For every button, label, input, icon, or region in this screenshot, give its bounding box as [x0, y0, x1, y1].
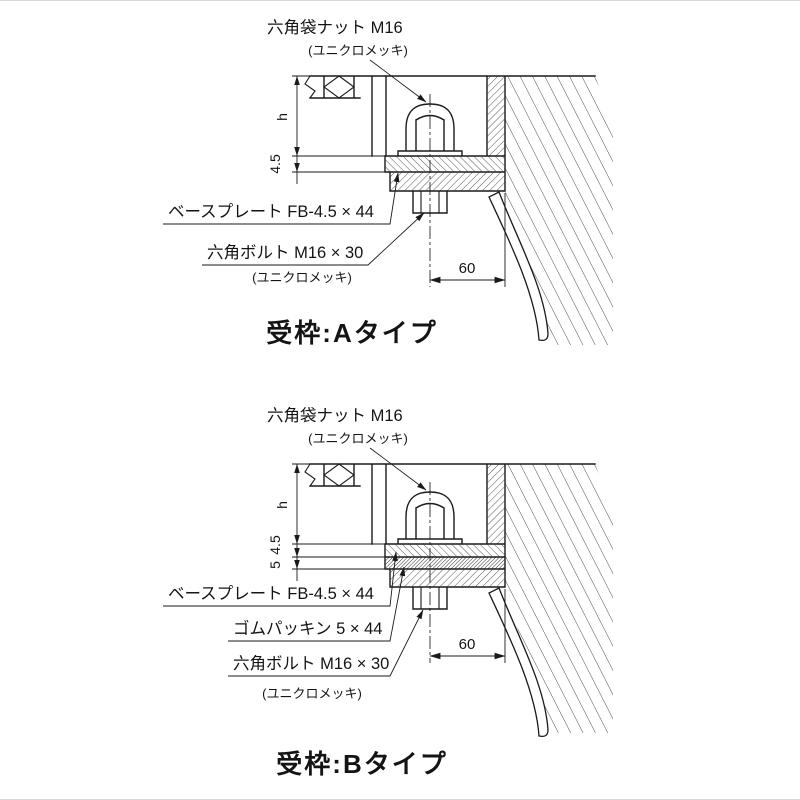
leader-cap-nut-b: [369, 447, 427, 491]
dim-bolt-edge-distance-a: 60: [459, 260, 476, 277]
label-base-plate-b: ベースプレート FB-4.5 × 44: [168, 584, 374, 603]
label-cap-nut-plating-a: (ユニクロメッキ): [308, 43, 408, 58]
base-plate-hatch-b: [385, 544, 505, 557]
label-hex-bolt-plating-b: (ユニクロメッキ): [262, 686, 362, 701]
label-cap-nut-a: 六角袋ナット M16: [267, 18, 403, 37]
leader-hex-bolt-b: [228, 609, 424, 677]
extension-lines-a: [292, 75, 506, 287]
dim-bolt-edge-distance-b: 60: [459, 636, 476, 653]
anchor-bar-a: [488, 191, 549, 342]
angle-vertical-leg-hatch-a: [487, 76, 505, 156]
bolt-head-facets-a: [420, 191, 440, 213]
label-rubber-packing-b: ゴムパッキン 5 × 44: [233, 618, 382, 638]
concrete-hatch-b: [505, 464, 613, 733]
leader-base-plate-b: [163, 551, 398, 607]
break-line-a: [304, 75, 316, 99]
figure-title-b: 受枠:Bタイプ: [276, 749, 447, 779]
angle-vertical-leg-hatch-b: [487, 464, 505, 544]
break-line-b: [304, 463, 316, 487]
extension-lines-b: [292, 463, 506, 663]
dim-plate-thickness-a: 4.5: [267, 154, 283, 174]
leader-hex-bolt-a: [202, 212, 425, 266]
figure-b: 六角袋ナット M16 (ユニクロメッキ) h 4.5 5 ベースプレート FB-…: [163, 406, 613, 779]
leader-rubber-packing-b: [228, 566, 406, 642]
bolt-head-facets-b: [420, 587, 440, 609]
figure-title-a: 受枠:Aタイプ: [266, 318, 437, 348]
label-hex-bolt-a: 六角ボルト M16 × 30: [207, 243, 363, 262]
dimension-arrowheads-a: [294, 76, 300, 172]
label-hex-bolt-plating-a: (ユニクロメッキ): [252, 270, 352, 285]
base-plate-hatch-a: [385, 156, 505, 172]
rubber-packing-hatch-b: [385, 557, 505, 569]
label-base-plate-a: ベースプレート FB-4.5 × 44: [168, 202, 374, 221]
dim-frame-height-b: h: [274, 501, 290, 509]
dimension-arrowheads-b: [294, 464, 300, 569]
dim-packing-thickness-b: 5: [267, 561, 283, 569]
anchor-bar-b: [488, 587, 549, 738]
dim-frame-height-a: h: [274, 113, 290, 121]
figure-a: 六角袋ナット M16 (ユニクロメッキ) h 4.5 ベースプレート FB-4.…: [163, 18, 613, 348]
label-cap-nut-b: 六角袋ナット M16: [267, 406, 403, 425]
section-diamond-b: [323, 463, 355, 487]
concrete-hatch-a: [505, 76, 613, 345]
label-hex-bolt-b: 六角ボルト M16 × 30: [233, 654, 389, 673]
angle-horizontal-leg-hatch-a: [390, 172, 505, 191]
angle-horizontal-leg-hatch-b: [390, 569, 505, 587]
label-cap-nut-plating-b: (ユニクロメッキ): [308, 431, 408, 446]
leader-cap-nut-a: [369, 59, 427, 103]
section-diamond-a: [323, 75, 355, 99]
dim-plate-thickness-b: 4.5: [267, 535, 283, 555]
leader-base-plate-a: [163, 172, 400, 225]
